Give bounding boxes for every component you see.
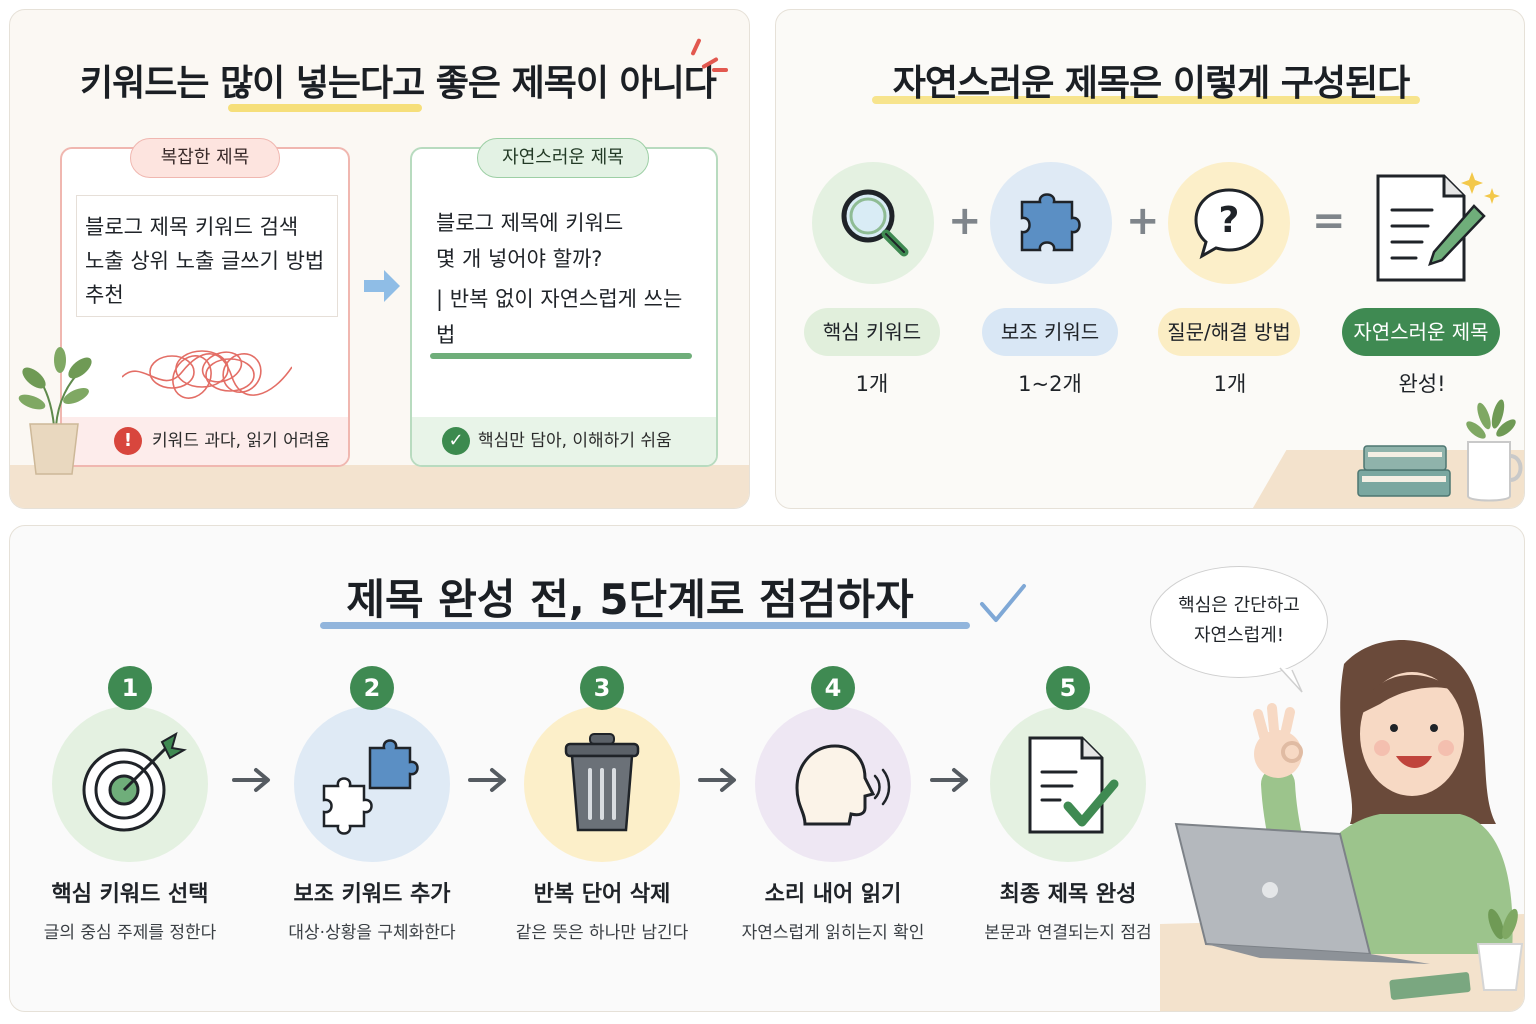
tangled-scribble-icon (122, 350, 292, 399)
potted-plant-icon (18, 347, 92, 475)
natural-title-pill: 자연스러운 제목 (1342, 308, 1500, 356)
sub-keyword-circle (990, 162, 1112, 284)
text-line: 몇 개 넣어야 할까? (436, 247, 603, 271)
checkmark-icon (980, 584, 1026, 622)
bubble-tail (1279, 667, 1303, 693)
core-keyword-pill: 핵심 키워드 (804, 308, 940, 356)
smooth-line (430, 353, 692, 359)
natural-title-card: 블로그 제목에 키워드 몇 개 넣어야 할까? | 반복 없이 자연스럽게 쓰는… (410, 147, 718, 467)
check-icon: ✓ (442, 427, 470, 455)
step-label: 최종 제목 완성 (999, 882, 1137, 907)
natural-title-text: 블로그 제목에 키워드 몇 개 넣어야 할까? | 반복 없이 자연스럽게 쓰는… (436, 205, 706, 353)
step-label: 핵심 키워드 선택 (51, 882, 209, 907)
footer-text: 핵심만 담아, 이해하기 쉬움 (478, 431, 672, 451)
title-highlight (872, 96, 1420, 104)
plus-icon: + (948, 198, 982, 244)
sub-keyword-count: 1~2개 (1018, 372, 1082, 396)
panel-keyword-myth: 키워드는 많이 넣는다고 좋은 제목이 아니다 블로그 제목 키워드 검색 노출… (9, 9, 750, 509)
result-text: 완성! (1398, 372, 1446, 396)
footer-text: 키워드 과다, 읽기 어려움 (152, 431, 331, 451)
arrow-right-icon (698, 768, 736, 792)
arrow-right-icon (930, 768, 968, 792)
target-icon (82, 731, 187, 832)
step-label: 보조 키워드 추가 (293, 882, 451, 907)
step-label: 소리 내어 읽기 (764, 882, 902, 907)
step-desc: 글의 중심 주제를 정한다 (43, 923, 217, 943)
panel-b-title: 자연스러운 제목은 이렇게 구성된다 (892, 63, 1410, 104)
text-line: 노출 상위 노출 글쓰기 방법 (85, 249, 325, 273)
step-number: 4 (811, 666, 855, 710)
complex-title-text: 블로그 제목 키워드 검색 노출 상위 노출 글쓰기 방법 추천 (76, 195, 338, 317)
speaking-head-icon (795, 744, 891, 826)
emphasis-tick (712, 68, 728, 72)
text-line: 추천 (85, 283, 124, 307)
document-pen-icon (1376, 172, 1500, 282)
complex-title-pill: 복잡한 제목 (130, 138, 280, 178)
natural-title-pill: 자연스러운 제목 (477, 138, 649, 178)
arrow-right-icon (364, 270, 400, 302)
step-desc: 같은 뜻은 하나만 남긴다 (515, 923, 689, 943)
puzzle-pieces-icon (322, 739, 419, 835)
natural-title-footer: ✓ 핵심만 담아, 이해하기 쉬움 (412, 417, 716, 465)
complex-title-footer: ! 키워드 과다, 읽기 어려움 (62, 417, 348, 465)
bubble-line: 핵심은 간단하고 (1178, 595, 1300, 616)
document-check-icon (1028, 736, 1119, 834)
emphasis-tick (690, 37, 702, 57)
svg-text:?: ? (1219, 200, 1240, 241)
sub-keyword-pill: 보조 키워드 (982, 308, 1118, 356)
panel-c-title: 제목 완성 전, 5단계로 점검하자 (346, 575, 914, 624)
question-pill: 질문/해결 방법 (1158, 308, 1300, 356)
core-keyword-circle (812, 162, 934, 284)
panel-a-title: 키워드는 많이 넣는다고 좋은 제목이 아니다 (80, 63, 717, 104)
plus-icon: + (1126, 198, 1160, 244)
text-line: 블로그 제목에 키워드 (436, 211, 624, 235)
step-number: 2 (350, 666, 394, 710)
puzzle-icon (1020, 193, 1081, 252)
step-desc: 대상·상황을 구체화한다 (288, 923, 456, 943)
bubble-line: 자연스럽게! (1193, 625, 1284, 646)
question-bubble-icon: ? (1194, 188, 1264, 260)
arrow-right-icon (468, 768, 506, 792)
panel-five-steps: 제목 완성 전, 5단계로 점검하자 1 핵심 키워드 선택 글의 중심 주제를… (9, 525, 1525, 1012)
magnifier-icon (841, 189, 909, 257)
step-label: 반복 단어 삭제 (533, 882, 671, 907)
text-line: | 반복 없이 자연스럽게 쓰는 법 (436, 287, 683, 347)
complex-title-card: 블로그 제목 키워드 검색 노출 상위 노출 글쓰기 방법 추천 ! 키워드 과… (60, 147, 350, 467)
step-number: 3 (580, 666, 624, 710)
trash-can-icon (564, 733, 640, 832)
title-highlight (228, 104, 422, 112)
core-keyword-count: 1개 (855, 372, 889, 396)
mug-plant-icon (1466, 399, 1523, 502)
woman-ok-sign-illustration (1160, 640, 1524, 1011)
step-desc: 본문과 연결되는지 점검 (984, 923, 1152, 943)
title-underline (320, 622, 970, 629)
question-count: 1개 (1213, 372, 1247, 396)
question-circle: ? (1168, 162, 1290, 284)
desk-surface (10, 465, 749, 508)
text-line: 블로그 제목 키워드 검색 (85, 215, 299, 239)
arrow-right-icon (232, 768, 270, 792)
exclamation-icon: ! (114, 427, 142, 455)
step-number: 1 (108, 666, 152, 710)
step-desc: 자연스럽게 읽히는지 확인 (741, 923, 925, 943)
speech-bubble: 핵심은 간단하고 자연스럽게! (1150, 566, 1328, 678)
step-number: 5 (1046, 666, 1090, 710)
panel-title-formula: 자연스러운 제목은 이렇게 구성된다 + + ? = 핵심 키워드 보조 키워드… (775, 9, 1525, 509)
equals-icon: = (1312, 198, 1346, 244)
books-icon (1357, 445, 1451, 497)
